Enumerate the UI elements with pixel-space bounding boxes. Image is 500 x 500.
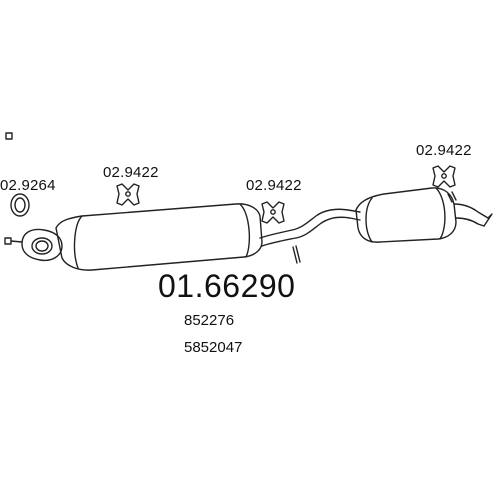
gasket-part-label: 02.9264 xyxy=(0,177,56,194)
rear-muffler xyxy=(355,187,457,243)
front-flange xyxy=(10,228,63,262)
reference-number: 852276 xyxy=(184,312,235,329)
intermediate-pipe xyxy=(259,208,361,264)
rubber-hanger-icon xyxy=(116,183,140,206)
rubber-hanger-icon xyxy=(261,201,285,224)
hanger-rear-part-label: 02.9422 xyxy=(416,142,472,159)
rubber-hanger-icon xyxy=(432,165,456,188)
reference-number: 5852047 xyxy=(184,339,243,356)
connection-marker-right xyxy=(5,132,13,140)
gasket-ring-icon xyxy=(10,193,30,217)
main-part-number: 01.66290 xyxy=(158,268,296,304)
hanger-front-part-label: 02.9422 xyxy=(103,164,159,181)
tailpipe xyxy=(453,203,493,227)
hanger-middle-part-label: 02.9422 xyxy=(246,177,302,194)
connection-marker-left xyxy=(4,237,12,245)
front-muffler xyxy=(55,203,263,271)
